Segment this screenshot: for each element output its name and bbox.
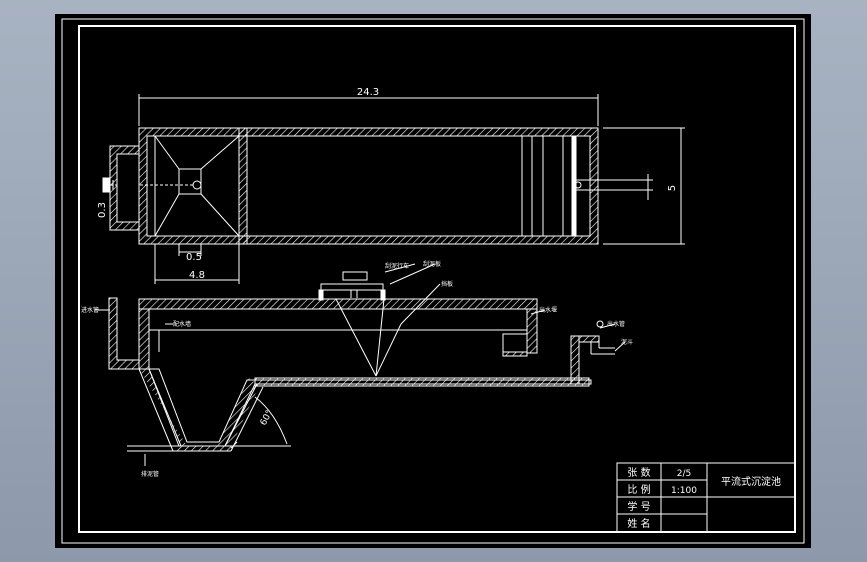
title-block: [616, 462, 796, 533]
title-row-label-name: 姓 名: [627, 517, 650, 530]
title-row-value-sheets: 2/5: [677, 469, 691, 479]
dim-width: 5: [667, 185, 678, 191]
dim-hopper-width: 4.8: [189, 270, 205, 281]
title-row-label-scale: 比 例: [627, 483, 650, 496]
label-outlet-pipe: 出水管: [607, 320, 625, 328]
label-scraper-plate: 刮泥板: [423, 260, 441, 268]
label-sludge-pipe: 排泥管: [141, 470, 159, 478]
dim-slope-angle: 60°: [259, 409, 275, 428]
title-row-label-student-id: 学 号: [627, 500, 650, 513]
section-view: [95, 263, 626, 466]
label-inlet-pipe: 进水管: [81, 306, 99, 314]
label-distribution-wall: 配水墙: [173, 320, 191, 328]
outer-border: [61, 18, 805, 544]
label-baffle: 挡板: [441, 280, 453, 288]
dim-total-length: 24.3: [357, 87, 379, 98]
drawing-canvas: 24.3 5 0.3 0.5 4.8: [55, 14, 811, 548]
title-row-label-sheets: 张 数: [627, 466, 650, 479]
label-scraper-bridge: 刮泥行车: [385, 262, 409, 270]
label-outlet-weir: 出水堰: [539, 306, 557, 314]
dim-inner: 0.5: [186, 252, 202, 263]
drawing-title: 平流式沉淀池: [721, 475, 781, 488]
label-sludge-hopper: 泥斗: [621, 338, 633, 346]
title-row-value-scale: 1:100: [671, 486, 697, 496]
plan-view: [102, 94, 685, 284]
cad-drawing: 24.3 5 0.3 0.5 4.8: [61, 18, 805, 544]
dim-pipe: 0.3: [97, 202, 108, 218]
inner-border: [78, 25, 796, 533]
